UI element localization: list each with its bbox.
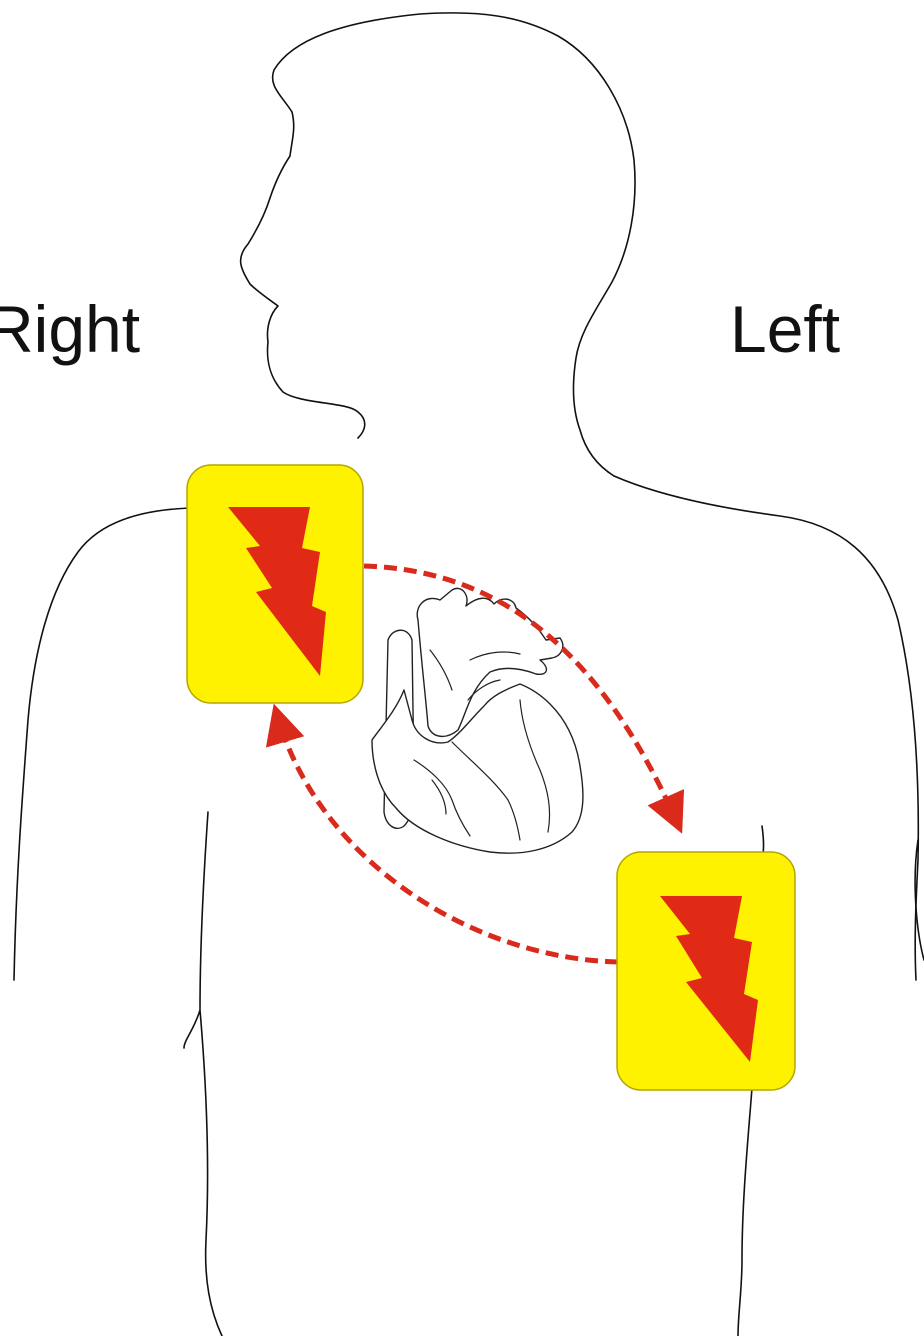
right-torso-side-outline bbox=[184, 812, 222, 1336]
left-side-label: Left bbox=[730, 292, 840, 366]
upper-defibrillator-pad bbox=[187, 465, 363, 703]
heart-icon bbox=[372, 588, 583, 853]
right-shoulder-outline bbox=[14, 508, 190, 980]
head-profile-outline bbox=[241, 13, 635, 476]
right-side-label: Right bbox=[0, 292, 140, 366]
lower-defibrillator-pad bbox=[617, 852, 795, 1090]
